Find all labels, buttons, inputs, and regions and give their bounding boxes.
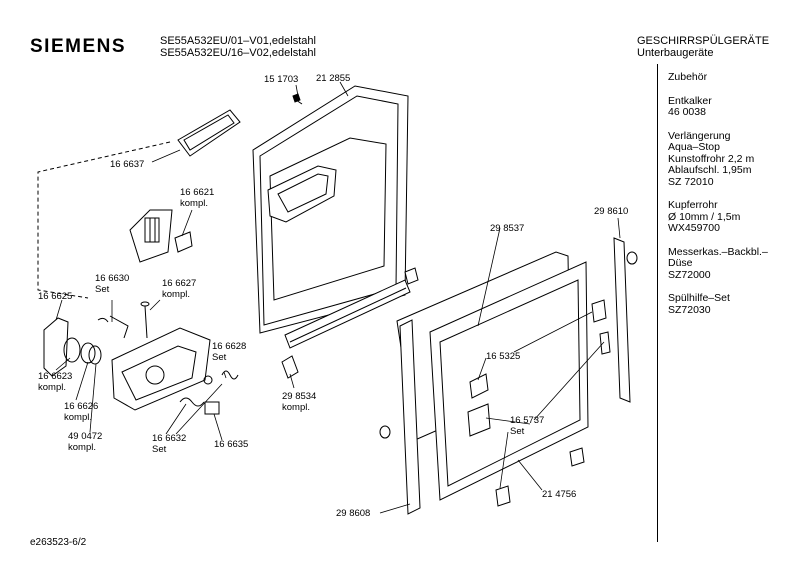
- accessory-line: Kunstoffrohr 2,2 m: [668, 152, 755, 165]
- part-label-line: 16 6625: [38, 291, 73, 302]
- part-label-line: 21 2855: [316, 73, 351, 84]
- small-parts: [97, 301, 239, 415]
- part-label-line: kompl.: [282, 401, 310, 413]
- part-label-line: 49 0472: [68, 431, 103, 442]
- part-label-15-1703: 15 1703: [264, 74, 299, 86]
- part-label-line: kompl.: [180, 197, 208, 209]
- part-label-line: 29 8608: [336, 508, 371, 519]
- accessory-line: SZ72000: [668, 268, 711, 281]
- part-label-line: Set: [212, 351, 227, 363]
- door-hardware: [379, 251, 638, 507]
- accessory-line: Aqua–Stop: [668, 141, 720, 153]
- screw-part: [292, 93, 303, 105]
- part-label-line: 16 6627: [162, 278, 197, 289]
- part-label-line: 16 6632: [152, 433, 187, 444]
- accessory-line: Entkalker: [668, 94, 712, 107]
- inner-door-panel: [252, 85, 409, 334]
- part-label-line: kompl.: [68, 441, 96, 453]
- model-line-1: SE55A532EU/01–V01,edelstahl: [160, 35, 316, 47]
- brand-logo: SIEMENS: [30, 36, 127, 57]
- part-label-line: 16 6623: [38, 371, 73, 382]
- part-label-line: 15 1703: [264, 74, 299, 85]
- accessory-line: Kupferrohr: [668, 199, 718, 211]
- control-panel: [129, 209, 193, 263]
- accessory-line: SZ 72010: [668, 175, 714, 188]
- part-label-line: 21 4756: [542, 489, 577, 500]
- part-label-line: 16 6635: [214, 439, 249, 450]
- part-label-line: 16 6621: [180, 187, 215, 198]
- part-label-29-8610: 29 8610: [594, 206, 629, 218]
- hinge-rail: [281, 267, 419, 379]
- accessory-line: Düse: [668, 257, 693, 269]
- part-label-line: Set: [152, 443, 167, 455]
- part-label-line: kompl.: [162, 288, 190, 300]
- category-line-1: GESCHIRRSPÜLGERÄTE: [637, 35, 770, 47]
- part-label-21-2855: 21 2855: [316, 73, 351, 85]
- part-label-16-5325: 16 5325: [486, 351, 521, 363]
- part-label-line: 16 6626: [64, 401, 99, 412]
- part-label-line: 29 8537: [490, 223, 525, 234]
- seal-parts: [43, 317, 102, 377]
- part-label-line: 16 5325: [486, 351, 521, 362]
- accessory-line: SZ72030: [668, 303, 711, 316]
- accessory-line: Ø 10mm / 1,5m: [668, 210, 741, 223]
- accessory-line: 46 0038: [668, 106, 706, 118]
- part-label-line: 29 8610: [594, 206, 629, 217]
- part-label-line: Set: [95, 283, 110, 295]
- part-label-16-6625: 16 6625: [38, 291, 73, 303]
- part-label-16-6637: 16 6637: [110, 159, 145, 171]
- part-label-29-8608: 29 8608: [336, 508, 371, 520]
- part-label-line: 29 8534: [282, 391, 317, 402]
- accessory-line: Messerkas.–Backbl.–: [668, 245, 768, 258]
- part-label-29-8537: 29 8537: [490, 223, 525, 235]
- diagram-id: e263523-6/2: [30, 537, 87, 548]
- part-label-21-4756: 21 4756: [542, 489, 577, 501]
- side-trim-strips: [399, 237, 631, 515]
- accessory-line: Verlängerung: [668, 129, 731, 142]
- accessory-line: Ablaufschl. 1,95m: [668, 164, 752, 176]
- part-label-line: 16 6630: [95, 273, 130, 284]
- part-label-line: 16 6628: [212, 341, 247, 352]
- part-label-line: 16 5737: [510, 415, 545, 426]
- detergent-dispenser: [111, 327, 211, 411]
- part-label-line: Set: [510, 425, 525, 437]
- model-line-2: SE55A532EU/16–V02,edelstahl: [160, 47, 316, 59]
- front-door-panel: [396, 251, 589, 501]
- gasket-frame: [177, 109, 241, 157]
- leader-lines: [55, 81, 621, 514]
- part-label-line: kompl.: [64, 411, 92, 423]
- part-label-line: kompl.: [38, 381, 66, 393]
- category-line-2: Unterbaugeräte: [637, 47, 714, 59]
- accessory-line: Zubehör: [668, 71, 708, 83]
- part-label-line: 16 6637: [110, 159, 145, 170]
- accessory-item: Zubehör: [668, 71, 768, 84]
- part-label-16-6635: 16 6635: [214, 439, 249, 451]
- accessory-line: WX459700: [668, 222, 720, 234]
- accessory-line: Spülhilfe–Set: [668, 292, 730, 304]
